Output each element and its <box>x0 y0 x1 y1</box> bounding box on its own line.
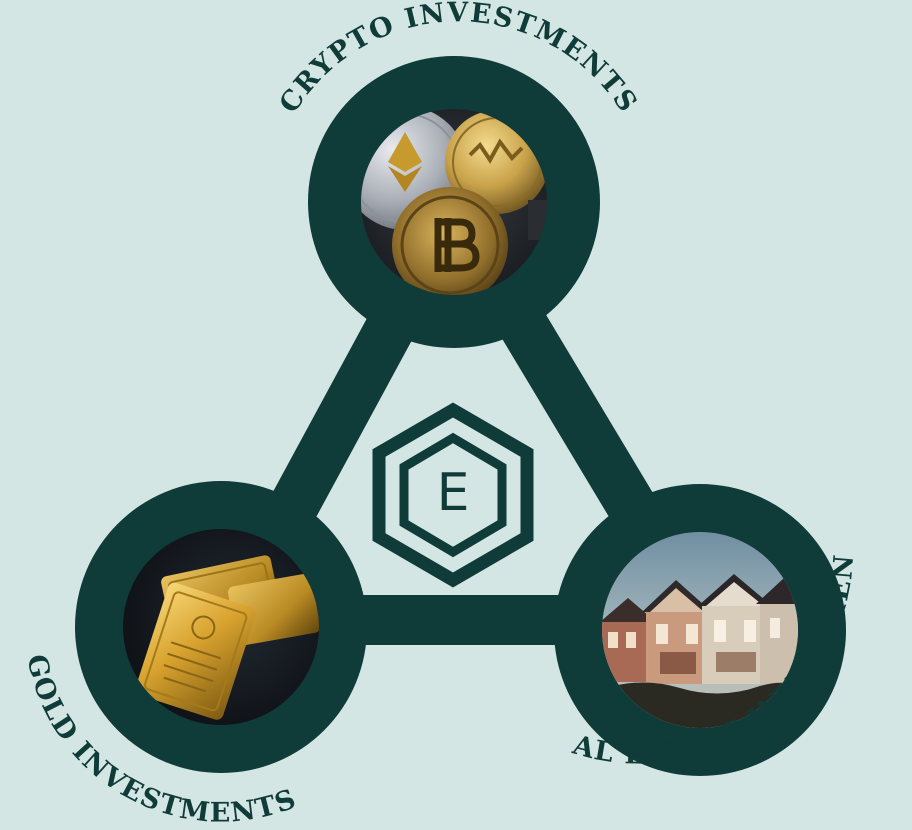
gold-bars-photo <box>123 529 319 725</box>
hexagon-e-logo: E <box>372 402 534 588</box>
logo-letter: E <box>437 463 470 523</box>
node-crypto <box>308 56 600 348</box>
connector-triangle <box>190 159 745 645</box>
node-real-estate <box>554 484 846 776</box>
node-gold <box>75 481 367 773</box>
